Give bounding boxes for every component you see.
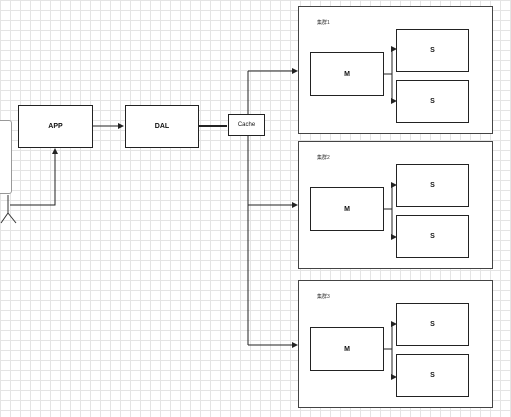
edge-master-slave	[384, 321, 397, 350]
master-node: M	[310, 52, 384, 96]
dal-node: DAL	[125, 105, 199, 148]
edge-master-slave	[384, 182, 397, 210]
slave-node: S	[396, 29, 469, 72]
master-node: M	[310, 327, 384, 371]
cluster-label: 集群2	[317, 155, 330, 161]
cache-node: Cache	[228, 114, 265, 136]
master-node: M	[310, 187, 384, 231]
app-node: APP	[18, 105, 93, 148]
cluster-label: 集群3	[317, 294, 330, 300]
edge-master-slave	[391, 349, 397, 380]
edge-actor-app	[10, 148, 58, 206]
slave-node: S	[396, 215, 469, 258]
actor-icon	[0, 195, 17, 224]
slave-node: S	[396, 354, 469, 397]
edge-master-slave	[391, 74, 397, 104]
user-device-box	[0, 120, 12, 194]
edge-master-slave	[391, 209, 397, 240]
cluster-label: 集群1	[317, 20, 330, 26]
edge-master-slave	[384, 46, 397, 75]
slave-node: S	[396, 303, 469, 346]
slave-node: S	[396, 164, 469, 207]
